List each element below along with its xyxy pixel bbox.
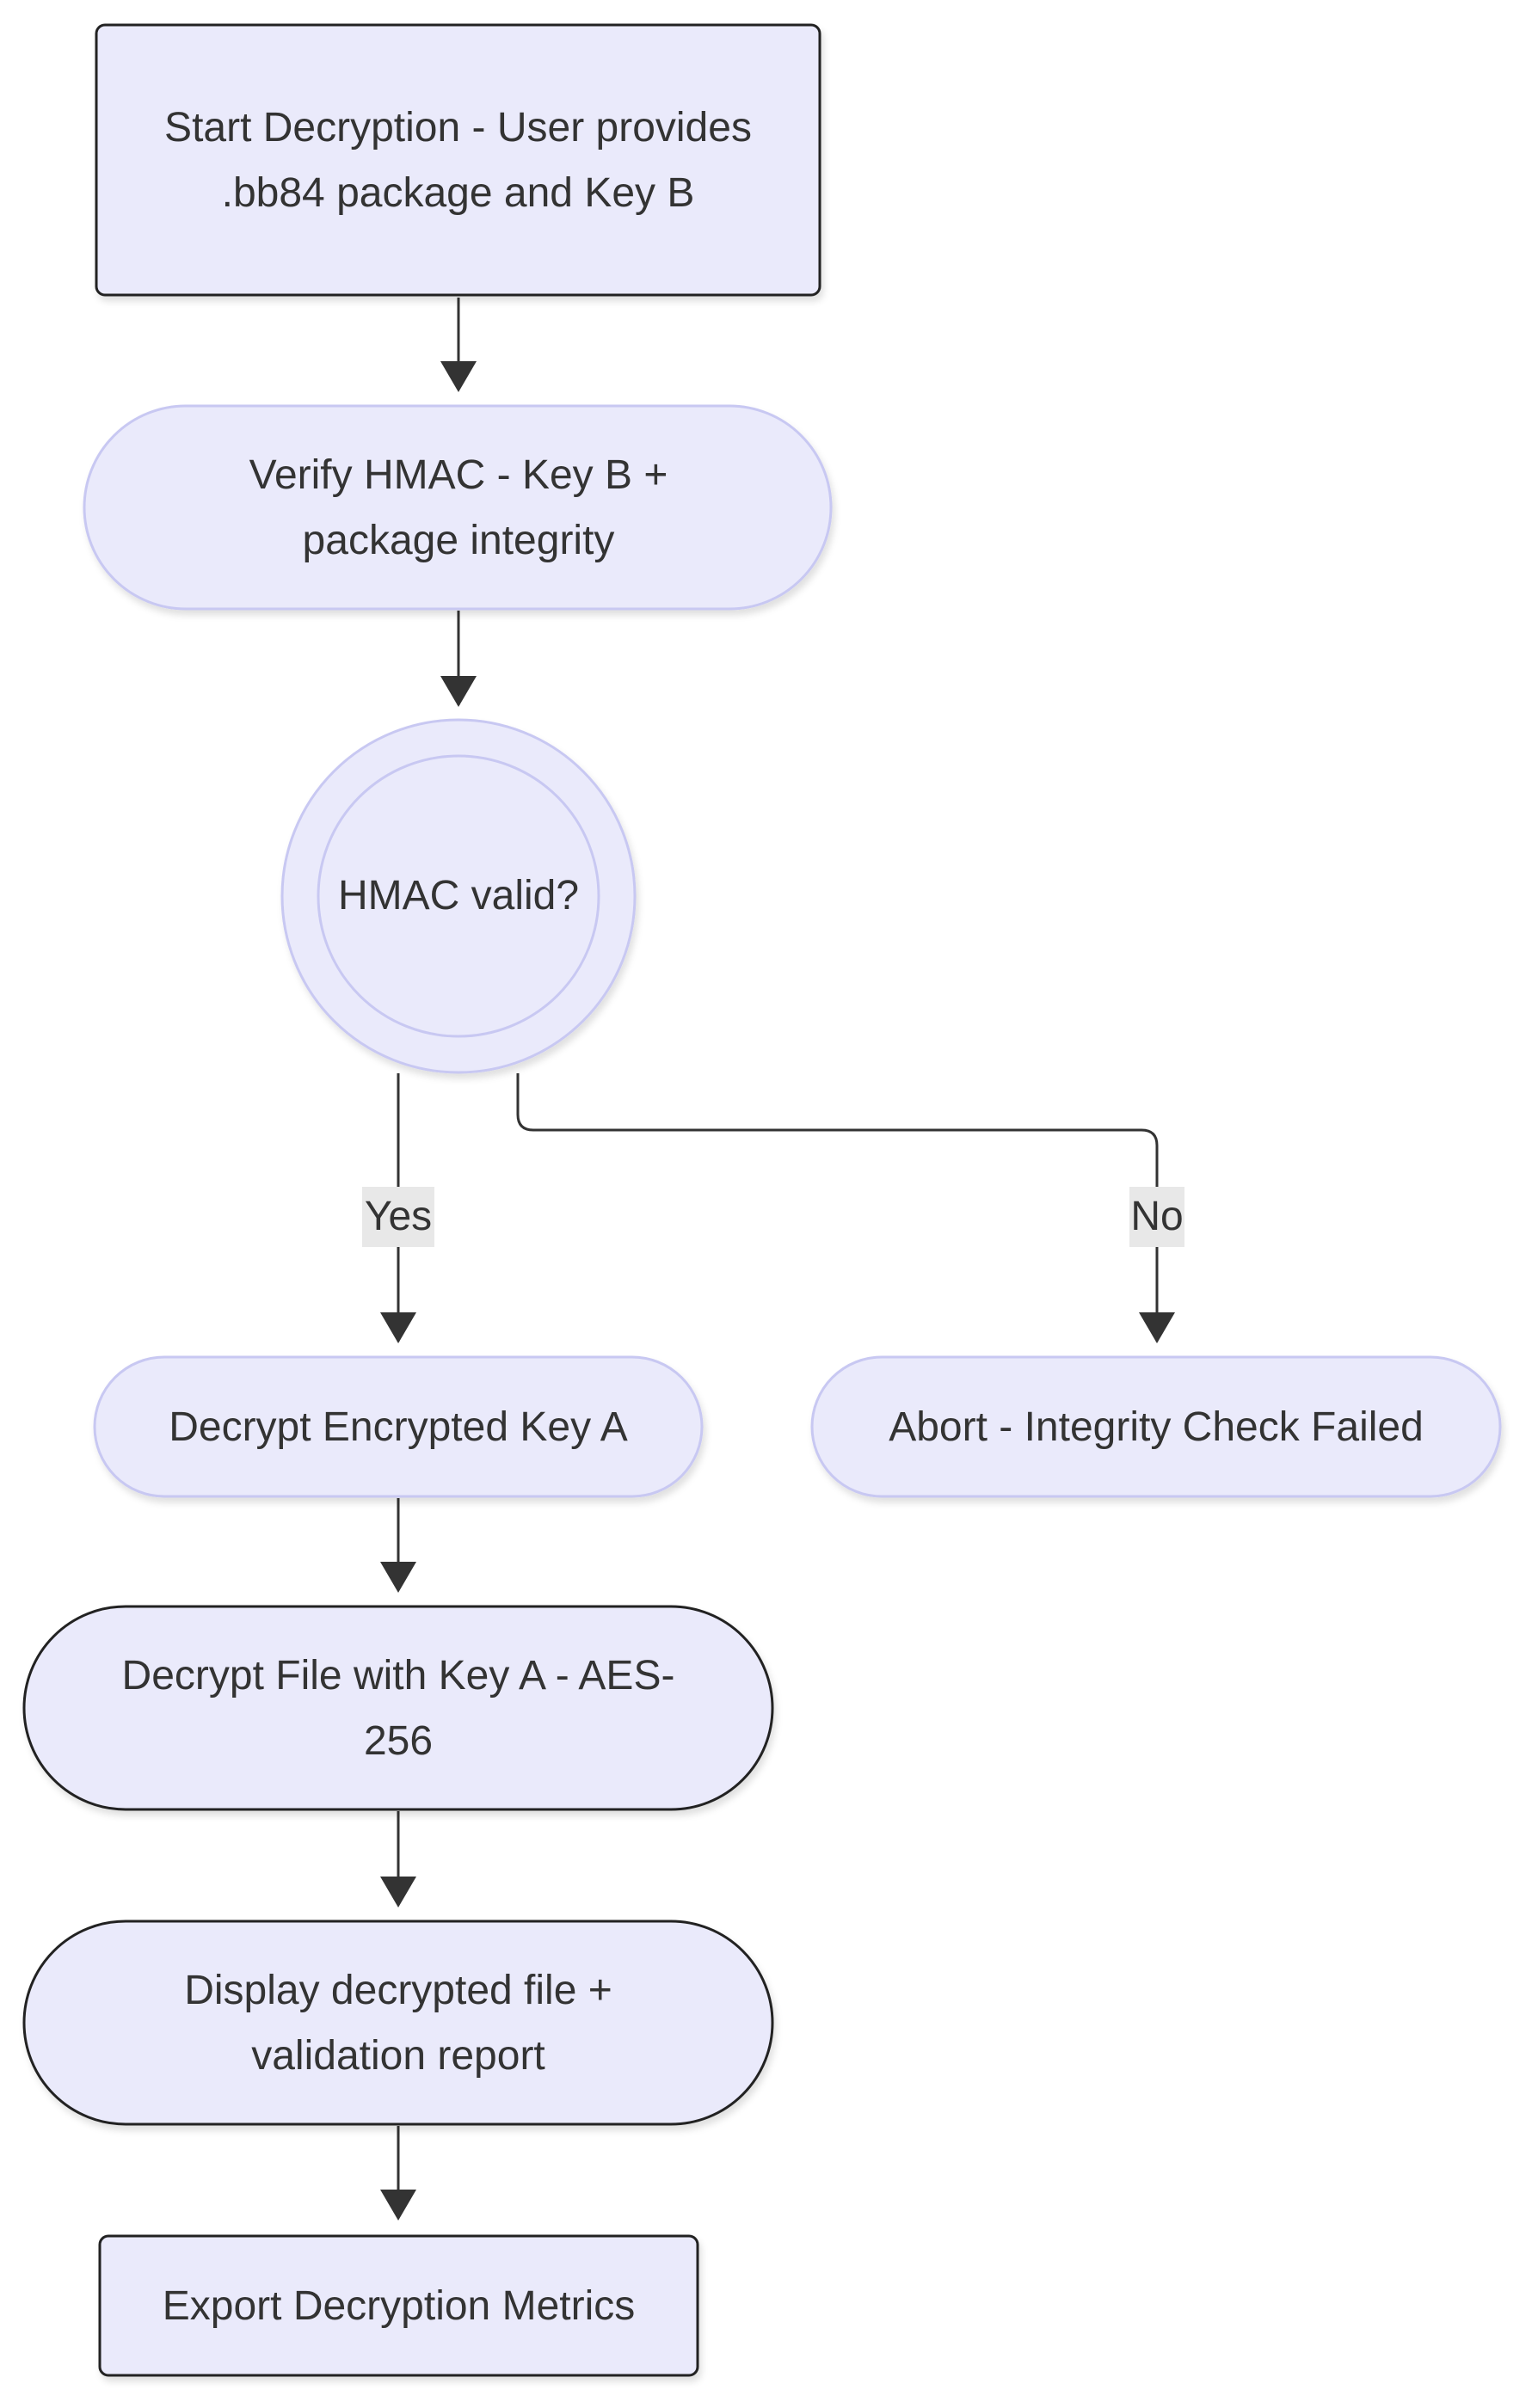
node-abort-label: Abort - Integrity Check Failed	[889, 1404, 1424, 1450]
node-verify-hmac-label: Verify HMAC - Key B + package integrity	[249, 452, 668, 563]
edge-start-to-verify-arrow	[440, 361, 477, 392]
node-decrypt-key-a	[93, 1355, 704, 1498]
edge-keya-to-file-arrow	[380, 1562, 416, 1593]
edge-no	[516, 1073, 1159, 1342]
node-hmac-valid-label: HMAC valid?	[337, 873, 580, 918]
node-decrypt-file	[22, 1605, 774, 1811]
node-export	[98, 2234, 699, 2377]
node-start-label: Start Decryption - User provides .bb84 p…	[164, 105, 752, 216]
node-display-label: Display decrypted file + validation repo…	[184, 1968, 612, 2079]
edge-display-to-export-arrow	[380, 2190, 416, 2221]
node-abort	[810, 1355, 1502, 1498]
node-verify-hmac	[83, 404, 833, 611]
edge-no-arrow	[1139, 1312, 1175, 1343]
node-export-label: Export Decryption Metrics	[162, 2283, 636, 2329]
edge-yes-arrow	[380, 1312, 416, 1343]
edge-verify-to-decision-arrow	[440, 676, 477, 707]
edge-yes-label: Yes	[362, 1187, 434, 1247]
edge-no-label: No	[1129, 1187, 1184, 1247]
node-hmac-valid-inner	[317, 754, 600, 1038]
node-decrypt-key-a-label: Decrypt Encrypted Key A	[169, 1404, 628, 1450]
node-start	[95, 23, 821, 297]
node-decrypt-file-label: Decrypt File with Key A - AES-256	[121, 1653, 675, 1764]
edge-file-to-display-arrow	[380, 1877, 416, 1907]
node-display	[22, 1920, 774, 2126]
